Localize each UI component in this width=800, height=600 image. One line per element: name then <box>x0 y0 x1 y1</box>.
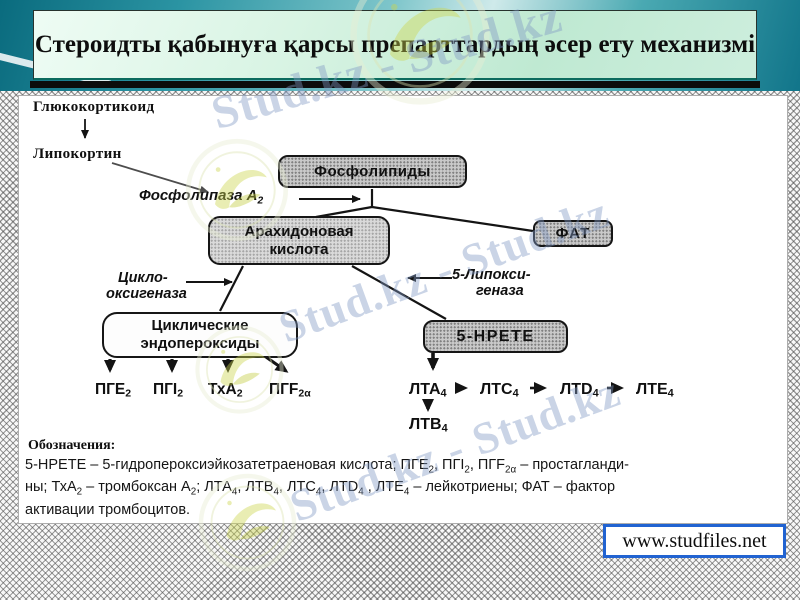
node-cyclic-line1: Циклические <box>151 317 249 334</box>
node-hpete: 5-НРЕТЕ <box>423 320 568 353</box>
header-underline <box>30 81 760 88</box>
slide-header: Стероидты қабынуға қарсы препарттардың ә… <box>33 10 757 80</box>
legend-line-2: ны; ТхА2 – тромбоксан А2; ЛТА4, ЛТВ4, ЛТ… <box>25 479 616 499</box>
slide-title: Стероидты қабынуға қарсы препарттардың ә… <box>34 30 756 58</box>
node-ltc4-label: ЛТС4 <box>480 381 519 400</box>
node-pge2-label: ПГЕ2 <box>95 381 132 400</box>
enzyme-lipoxygenase-label: 5-Липокси- геназа <box>452 267 531 299</box>
node-paf-label: ФАТ <box>555 225 591 242</box>
legend-line-1: 5-НРЕТЕ – 5-гидропероксиэйкозатетраенова… <box>25 457 629 476</box>
node-lte4-label: ЛТЕ4 <box>636 381 674 400</box>
node-lta4-label: ЛТА4 <box>409 381 447 400</box>
node-phospholipids: Фосфолипиды <box>278 155 467 188</box>
node-pgi2-label: ПГI2 <box>153 381 184 400</box>
legend-text: 5-НРЕТЕ – 5-гидропероксиэйкозатетраенова… <box>25 457 773 519</box>
legend-heading: Обозначения: <box>28 438 116 453</box>
node-arachidonic-acid: Арахидоновая кислота <box>208 216 390 265</box>
enzyme-cyclooxygenase-label: Цикло- оксигеназа <box>106 270 187 302</box>
node-glucocorticoid-label: Глюкокортикоид <box>33 99 155 115</box>
node-phospholipids-label: Фосфолипиды <box>314 163 431 180</box>
node-txa2-label: ТхА2 <box>208 381 243 400</box>
node-paf: ФАТ <box>533 220 613 247</box>
enzyme-phospholipase-a2-label: Фосфолипаза A2 <box>139 187 264 207</box>
node-hpete-label: 5-НРЕТЕ <box>456 327 535 345</box>
node-pgf2a-label: ПГF2α <box>269 381 311 400</box>
legend-line-3: активации тромбоцитов. <box>25 501 191 518</box>
enzyme-lipoxygenase-line2: геназа <box>476 282 524 299</box>
node-arachidonic-line2: кислота <box>269 240 329 258</box>
node-cyclic-endoperoxides: Циклические эндопероксиды <box>102 312 298 358</box>
node-cyclic-line2: эндопероксиды <box>140 335 260 352</box>
node-arachidonic-line1: Арахидоновая <box>244 222 354 240</box>
enzyme-lipoxygenase-line1: 5-Липокси- <box>452 267 531 283</box>
node-lipocortin-label: Липокортин <box>33 146 122 162</box>
enzyme-cyclooxygenase-line2: оксигеназа <box>106 285 187 302</box>
website-link[interactable]: www.studfiles.net <box>603 524 786 558</box>
enzyme-cyclooxygenase-line1: Цикло- <box>118 270 168 286</box>
node-ltd4-label: ЛТD4 <box>560 381 599 400</box>
node-ltb4-label: ЛТВ4 <box>409 416 448 435</box>
website-url: www.studfiles.net <box>622 529 767 552</box>
